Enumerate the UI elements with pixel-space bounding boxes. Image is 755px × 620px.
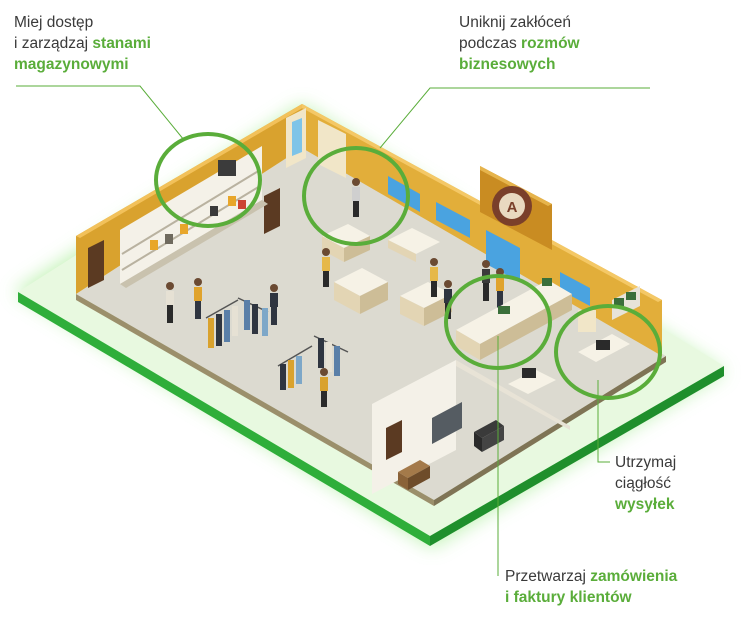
callout-calls-highlight2: biznesowych bbox=[459, 56, 556, 73]
store-floor bbox=[76, 148, 666, 500]
callout-shipping: Utrzymaj ciągłość wysyłek bbox=[615, 452, 676, 515]
callout-orders-highlight1: zamówienia bbox=[590, 568, 678, 585]
inventory-highlight bbox=[154, 132, 262, 228]
callout-inventory-highlight2: magazynowymi bbox=[14, 56, 129, 73]
callout-shipping-line2: ciągłość bbox=[615, 475, 671, 492]
callout-calls-line2: podczas bbox=[459, 35, 522, 52]
highlight-circles bbox=[154, 132, 662, 400]
calls-highlight bbox=[302, 146, 410, 246]
back-office bbox=[372, 286, 640, 494]
callout-shipping-highlight: wysyłek bbox=[615, 496, 675, 513]
callout-calls-highlight1: rozmów bbox=[521, 35, 580, 52]
orders-highlight bbox=[444, 274, 552, 370]
brand-sign: A bbox=[480, 166, 552, 282]
callout-inventory-line1: Miej dostęp bbox=[14, 14, 94, 31]
sign-letter: A bbox=[507, 199, 518, 216]
callout-orders: Przetwarzaj zamówienia i faktury klientó… bbox=[505, 566, 677, 608]
callout-shipping-line1: Utrzymaj bbox=[615, 454, 677, 471]
callout-orders-line1: Przetwarzaj bbox=[505, 568, 591, 585]
callout-calls: Uniknij zakłóceń podczas rozmów biznesow… bbox=[459, 12, 580, 75]
clothing-items bbox=[208, 300, 340, 390]
callout-inventory-line2: i zarządzaj bbox=[14, 35, 93, 52]
callout-calls-line1: Uniknij zakłóceń bbox=[459, 14, 571, 31]
display-tables bbox=[322, 224, 452, 326]
callout-orders-highlight2: i faktury klientów bbox=[505, 589, 632, 606]
shipping-highlight bbox=[554, 304, 662, 400]
callout-inventory: Miej dostęp i zarządzaj stanami magazyno… bbox=[14, 12, 151, 75]
callout-connectors bbox=[16, 85, 650, 576]
callout-inventory-highlight1: stanami bbox=[92, 35, 151, 52]
